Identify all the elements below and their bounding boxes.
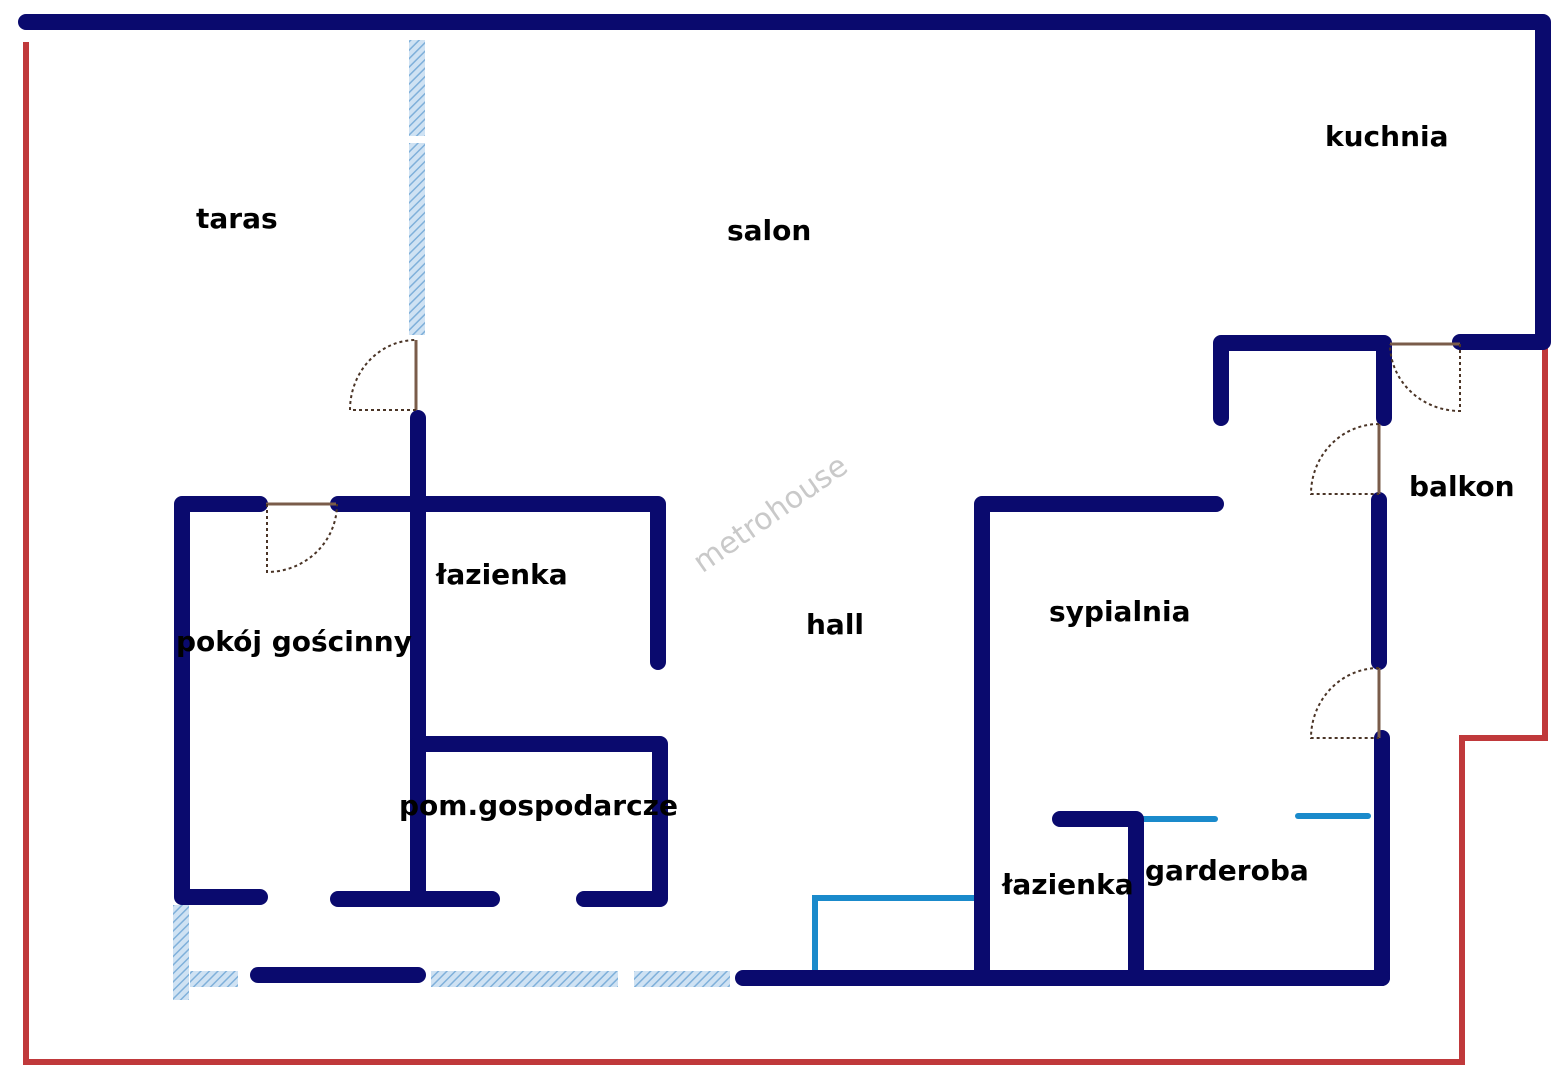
door-salon-taras bbox=[348, 339, 418, 411]
door-balkon-lower bbox=[1309, 667, 1381, 739]
watermark-metrohouse: metrohouse bbox=[687, 448, 854, 580]
walls bbox=[18, 14, 1551, 986]
door-guest-room bbox=[266, 502, 338, 574]
room-label-pom-gospodarcze: pom.gospodarcze bbox=[399, 789, 678, 822]
door-kitchen-balkon bbox=[1389, 342, 1461, 413]
room-label-garderoba: garderoba bbox=[1145, 854, 1309, 887]
windows bbox=[173, 40, 730, 1000]
room-label-lazienka-2: łazienka bbox=[1001, 868, 1134, 901]
room-labels: taras salon kuchnia balkon łazienka pokó… bbox=[176, 120, 1515, 901]
room-label-lazienka-1: łazienka bbox=[435, 558, 568, 591]
window-bottom-3 bbox=[634, 971, 730, 987]
window-taras-lower bbox=[409, 143, 425, 335]
window-taras-upper bbox=[409, 40, 425, 136]
window-left-vertical bbox=[173, 905, 189, 1000]
room-label-kuchnia: kuchnia bbox=[1325, 120, 1449, 153]
outer-outline bbox=[23, 42, 1548, 1065]
doors bbox=[266, 339, 1461, 739]
room-label-taras: taras bbox=[196, 202, 278, 235]
room-label-pokoj-goscinny: pokój gościnny bbox=[176, 625, 412, 658]
partitions bbox=[812, 813, 1371, 973]
room-label-salon: salon bbox=[727, 214, 811, 247]
door-balkon-upper bbox=[1309, 423, 1381, 495]
window-bottom-2 bbox=[431, 971, 618, 987]
room-label-hall: hall bbox=[806, 608, 864, 641]
room-label-sypialnia: sypialnia bbox=[1049, 595, 1190, 628]
window-bottom-1 bbox=[190, 971, 238, 987]
room-label-balkon: balkon bbox=[1409, 470, 1515, 503]
